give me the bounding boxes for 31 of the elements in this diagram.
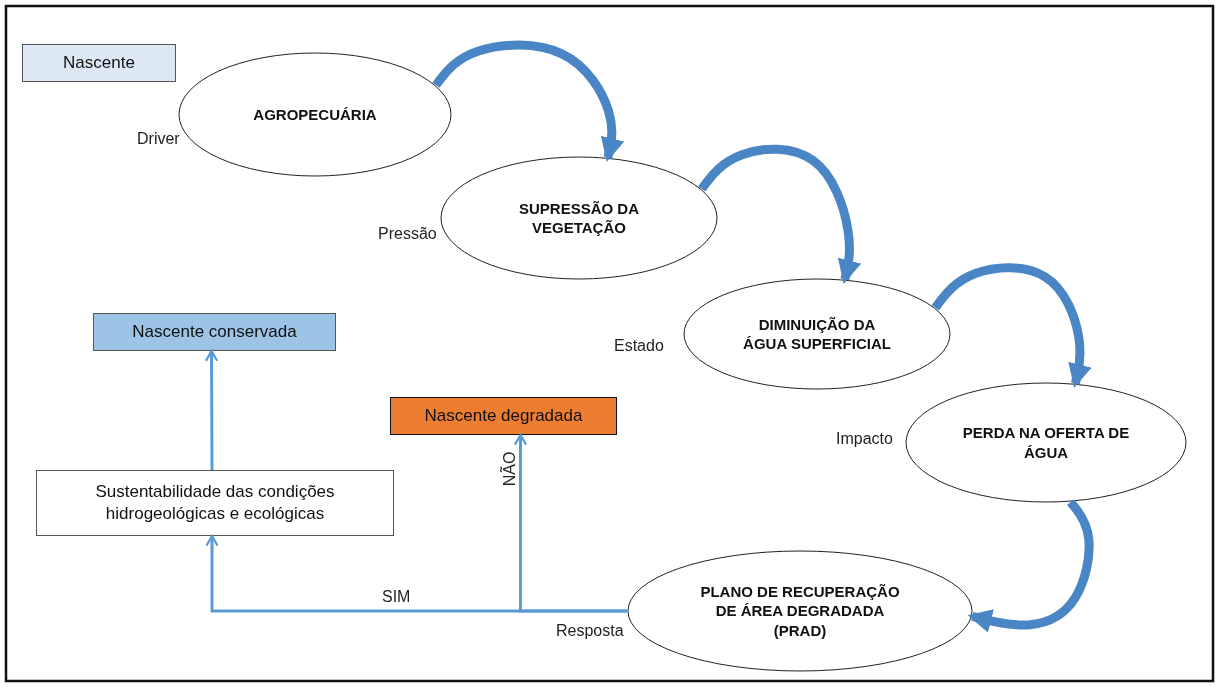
box-text: Sustentabilidade das condições hidrogeológicas e ecológicas <box>94 480 336 525</box>
process-ellipse <box>905 382 1187 503</box>
stage-label: Pressão <box>378 225 437 243</box>
stage-label: Driver <box>137 130 180 148</box>
curved-arrow <box>931 263 1092 388</box>
process-ellipse <box>683 278 951 390</box>
edge-label: NÃO <box>501 451 518 487</box>
node-title: PERDA NA OFERTA DE ÁGUA <box>961 423 1131 462</box>
label-box <box>390 397 617 435</box>
curved-arrow <box>698 144 862 284</box>
process-ellipse <box>627 550 973 672</box>
curved-arrow <box>432 40 625 162</box>
stage-label: Estado <box>614 337 664 355</box>
process-ellipse <box>178 52 452 177</box>
label-box <box>22 44 176 82</box>
arrow <box>513 433 627 613</box>
box-text: Nascente degradada <box>423 404 584 427</box>
box-text: Nascente conservada <box>131 320 298 343</box>
stage-label: Impacto <box>836 430 893 448</box>
edge-label: SIM <box>382 589 411 605</box>
process-ellipse <box>440 156 718 280</box>
stage-label: Resposta <box>556 622 624 640</box>
node-title: PLANO DE RECUPERAÇÃO DE ÁREA DEGRADADA (PRAD) <box>700 581 900 641</box>
node-title: AGROPECUÁRIA <box>252 104 378 125</box>
label-box <box>93 313 336 351</box>
label-box <box>36 470 394 536</box>
node-title: SUPRESSÃO DA VEGETAÇÃO <box>518 198 640 238</box>
box-text: Nascente <box>62 51 136 74</box>
curved-arrow <box>967 499 1094 633</box>
node-title: DIMINUIÇÃO DA ÁGUA SUPERFICIAL <box>742 314 892 354</box>
arrow <box>204 349 219 470</box>
